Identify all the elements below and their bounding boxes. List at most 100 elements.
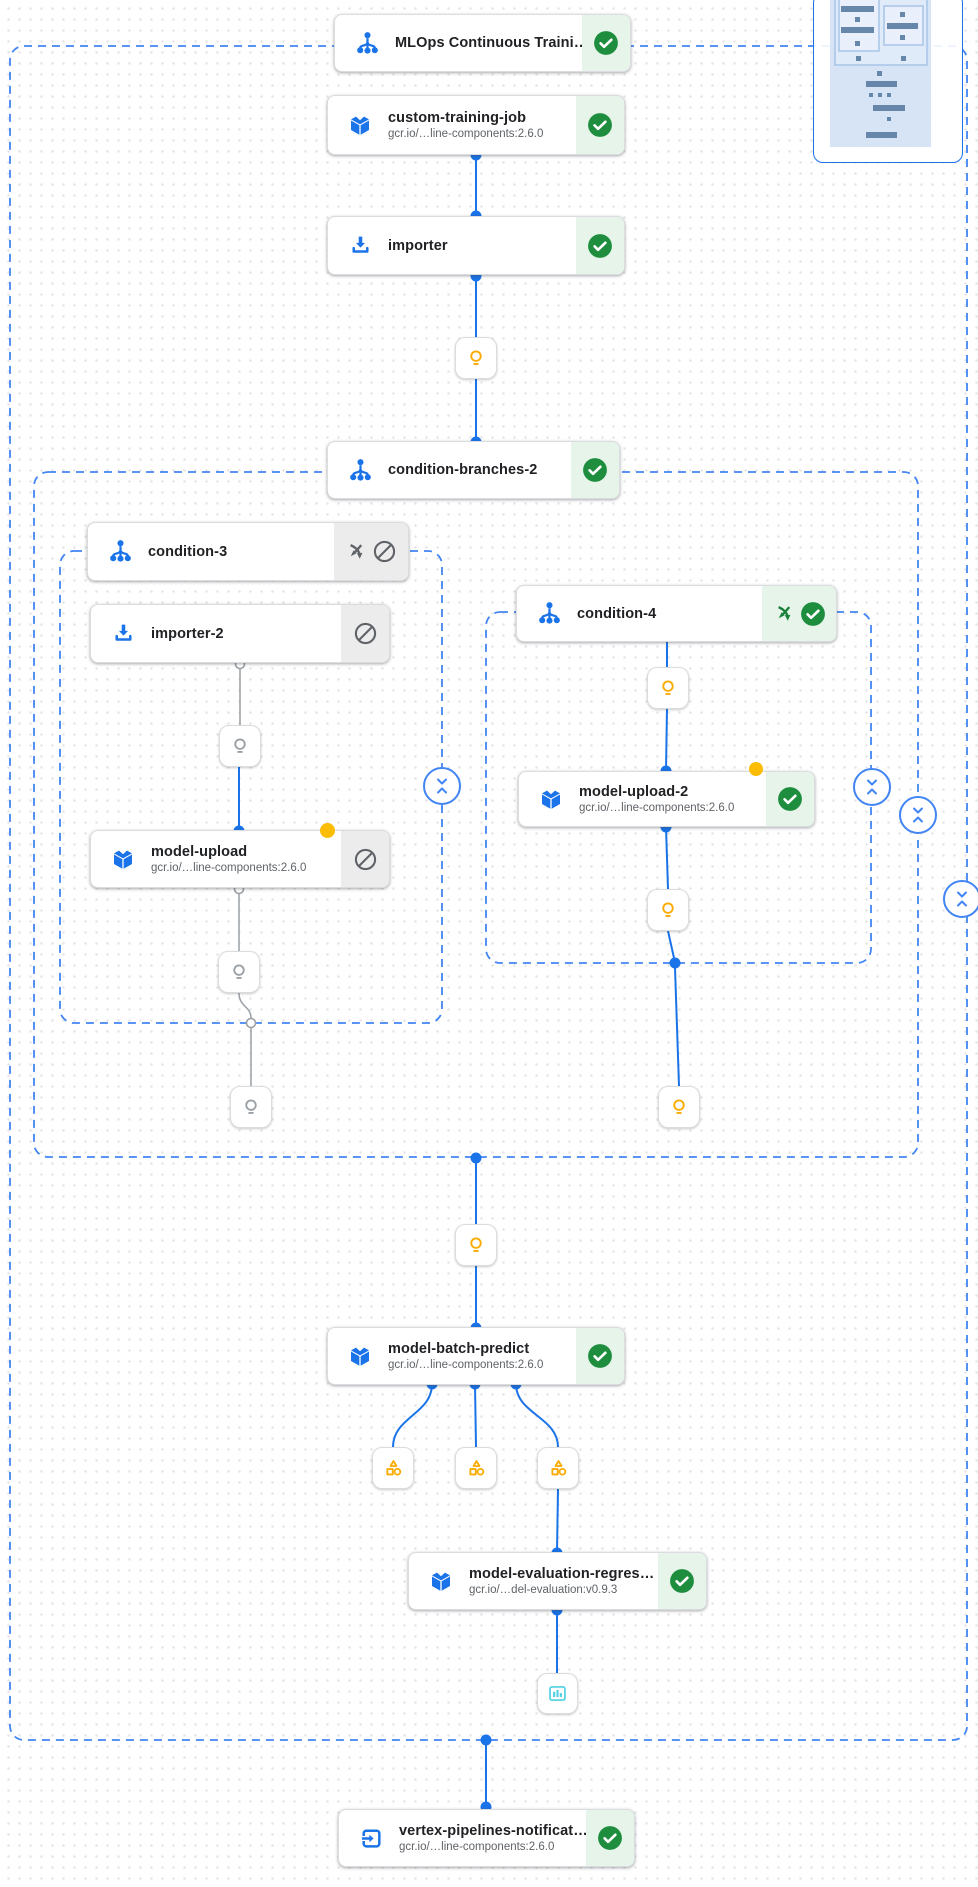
metrics-shapes-icon bbox=[468, 1459, 484, 1476]
cube-icon bbox=[345, 112, 375, 138]
branch-icon bbox=[534, 600, 564, 627]
node-model-upload-2[interactable]: model-upload-2 gcr.io/…line-components:2… bbox=[518, 771, 815, 827]
artifact-output-dot bbox=[749, 762, 763, 776]
status-strip bbox=[576, 1328, 624, 1384]
node-importer-2[interactable]: importer-2 bbox=[90, 604, 390, 663]
lightbulb-icon bbox=[470, 1237, 482, 1252]
artifact-metrics[interactable] bbox=[455, 1447, 497, 1489]
cube-icon bbox=[108, 846, 138, 872]
node-condition-3[interactable]: condition-3 bbox=[87, 522, 409, 581]
collapse-button-condition-3[interactable] bbox=[423, 767, 461, 805]
node-subtitle: gcr.io/…del-evaluation:v0.9.3 bbox=[469, 1584, 618, 1596]
skipped-edges bbox=[238, 669, 252, 1086]
unfold-less-icon bbox=[437, 778, 447, 794]
unfold-less-icon bbox=[957, 891, 967, 907]
node-title: model-upload-2 bbox=[579, 784, 689, 800]
node-title: model-evaluation-regres… bbox=[469, 1566, 655, 1582]
download-icon bbox=[108, 621, 138, 646]
artifact-lightbulb[interactable] bbox=[658, 1086, 700, 1128]
lightbulb-gray-icon bbox=[245, 1099, 257, 1114]
status-strip bbox=[576, 217, 624, 274]
node-condition-4[interactable]: condition-4 bbox=[516, 585, 837, 642]
lightbulb-gray-icon bbox=[233, 964, 245, 979]
node-vertex-pipelines-notification[interactable]: vertex-pipelines-notificat… gcr.io/…line… bbox=[338, 1809, 635, 1867]
node-condition-branches-2[interactable]: condition-branches-2 bbox=[327, 441, 620, 499]
status-strip bbox=[658, 1553, 706, 1609]
node-model-upload[interactable]: model-upload gcr.io/…line-components:2.6… bbox=[90, 830, 390, 888]
status-strip bbox=[582, 15, 630, 71]
unfold-less-icon bbox=[867, 779, 877, 795]
artifact-lightbulb[interactable] bbox=[455, 337, 497, 379]
node-subtitle: gcr.io/…line-components:2.6.0 bbox=[388, 128, 544, 140]
ban-icon bbox=[373, 540, 396, 563]
check-circle-icon bbox=[598, 1826, 622, 1850]
node-importer[interactable]: importer bbox=[327, 216, 625, 275]
node-subtitle: gcr.io/…line-components:2.6.0 bbox=[151, 862, 307, 874]
node-mlops-continuous-training[interactable]: MLOps Continuous Traini… bbox=[334, 14, 631, 72]
status-strip bbox=[341, 605, 389, 662]
artifact-lightbulb[interactable] bbox=[455, 1224, 497, 1266]
cube-icon bbox=[426, 1568, 456, 1594]
node-title: condition-branches-2 bbox=[388, 462, 538, 478]
status-strip bbox=[766, 772, 814, 826]
check-circle-icon bbox=[583, 458, 607, 482]
node-subtitle: gcr.io/…line-components:2.6.0 bbox=[399, 1841, 555, 1853]
node-title: custom-training-job bbox=[388, 110, 527, 126]
check-circle-icon bbox=[594, 31, 618, 55]
collapse-button-condition-4[interactable] bbox=[853, 768, 891, 806]
node-title: model-upload bbox=[151, 844, 248, 860]
artifact-lightbulb-skipped[interactable] bbox=[230, 1086, 272, 1128]
node-subtitle: gcr.io/…line-components:2.6.0 bbox=[388, 1359, 544, 1371]
status-strip bbox=[576, 96, 624, 154]
lightbulb-icon bbox=[470, 350, 482, 365]
minimap[interactable] bbox=[813, 0, 963, 163]
branch-icon bbox=[345, 457, 375, 484]
node-custom-training-job[interactable]: custom-training-job gcr.io/…line-compone… bbox=[327, 95, 625, 155]
bar-chart-icon bbox=[549, 1686, 566, 1701]
node-title: importer bbox=[388, 237, 448, 254]
ban-icon bbox=[354, 622, 376, 645]
artifact-lightbulb-skipped[interactable] bbox=[218, 951, 260, 993]
node-model-batch-predict[interactable]: model-batch-predict gcr.io/…line-compone… bbox=[327, 1327, 625, 1385]
status-strip bbox=[341, 831, 389, 887]
unfold-less-icon bbox=[913, 807, 923, 823]
artifact-metrics[interactable] bbox=[537, 1447, 579, 1489]
merge-arrows-icon bbox=[777, 605, 790, 621]
cube-icon bbox=[345, 1343, 375, 1369]
artifact-lightbulb[interactable] bbox=[647, 667, 689, 709]
artifact-lightbulb-skipped[interactable] bbox=[219, 725, 261, 767]
check-circle-icon bbox=[588, 233, 612, 258]
status-strip bbox=[762, 586, 836, 641]
lightbulb-icon bbox=[673, 1099, 685, 1114]
status-strip bbox=[586, 1810, 634, 1866]
lightbulb-gray-icon bbox=[234, 738, 246, 753]
node-title: condition-3 bbox=[148, 543, 228, 560]
artifact-lightbulb[interactable] bbox=[647, 889, 689, 931]
node-model-evaluation-regression[interactable]: model-evaluation-regres… gcr.io/…del-eva… bbox=[408, 1552, 707, 1610]
node-title: importer-2 bbox=[151, 625, 224, 642]
artifact-metrics[interactable] bbox=[372, 1447, 414, 1489]
check-circle-icon bbox=[800, 601, 825, 626]
branch-icon bbox=[352, 30, 382, 57]
collapse-button-condition-branches-2[interactable] bbox=[899, 796, 937, 834]
node-title: vertex-pipelines-notificat… bbox=[399, 1823, 588, 1839]
node-title: condition-4 bbox=[577, 605, 657, 622]
artifact-output-dot bbox=[320, 823, 335, 838]
metrics-shapes-icon bbox=[550, 1459, 566, 1476]
check-circle-icon bbox=[778, 787, 802, 811]
collapse-button-root-group[interactable] bbox=[943, 880, 978, 918]
merge-arrows-icon bbox=[350, 543, 363, 559]
executed-edges bbox=[238, 155, 680, 1806]
check-circle-icon bbox=[588, 1344, 612, 1368]
status-strip bbox=[334, 523, 408, 580]
cube-icon bbox=[536, 786, 566, 812]
minimap-preview bbox=[830, 0, 931, 147]
ban-icon bbox=[354, 848, 376, 870]
status-strip bbox=[571, 442, 619, 498]
check-circle-icon bbox=[588, 113, 612, 137]
lightbulb-icon bbox=[662, 680, 674, 695]
check-circle-icon bbox=[670, 1569, 694, 1593]
exit-to-app-icon bbox=[356, 1826, 386, 1851]
artifact-report[interactable] bbox=[537, 1673, 578, 1714]
